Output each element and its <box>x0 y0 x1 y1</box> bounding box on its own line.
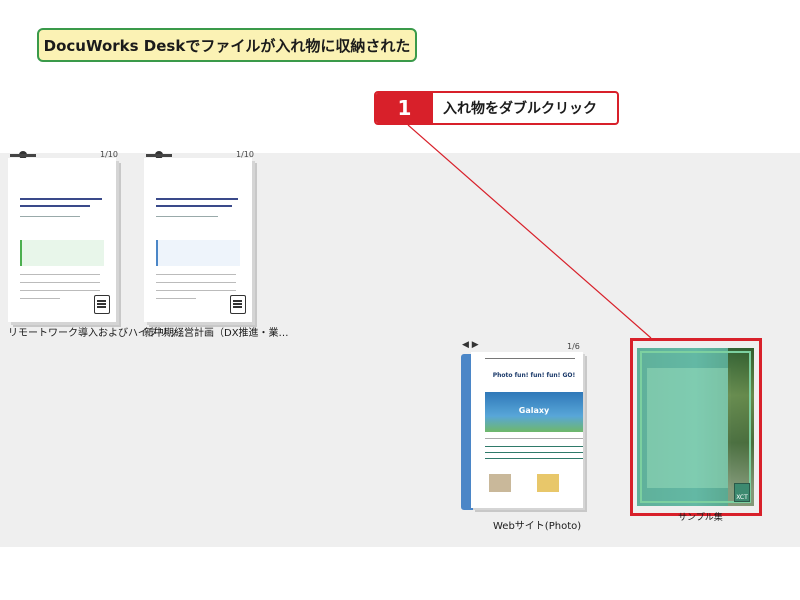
document-label: リモートワーク導入およびハイブリッ… <box>8 328 188 339</box>
step-label: 入れ物をダブルクリック <box>443 101 597 117</box>
step-callout: 1 入れ物をダブルクリック <box>374 91 619 125</box>
container-folder[interactable]: XCT <box>637 348 754 506</box>
selection-highlight <box>630 338 762 516</box>
site-title: Photo fun! fun! fun! GO! <box>492 372 576 379</box>
title-text: DocuWorks Deskでファイルが入れ物に収納された <box>43 36 411 55</box>
binder-label: Webサイト(Photo) <box>493 521 582 532</box>
banner-text: Galaxy <box>518 406 550 415</box>
page-indicator: 1/10 <box>236 150 254 159</box>
document-item[interactable] <box>144 158 252 322</box>
page-nav-arrows[interactable]: ◀ ▶ <box>462 340 479 350</box>
clip-icon <box>10 151 36 159</box>
page-indicator: 1/6 <box>567 342 580 351</box>
document-label: 新中期経営計画（DX推進・業… <box>144 328 289 339</box>
site-banner: Galaxy <box>485 392 583 432</box>
step-number: 1 <box>376 93 433 123</box>
xdw-file-icon: XCT <box>734 483 750 502</box>
title-box: DocuWorks Deskでファイルが入れ物に収納された <box>37 28 417 62</box>
document-type-icon <box>230 295 246 314</box>
binder-cover: Photo fun! fun! fun! GO! Galaxy <box>471 352 583 508</box>
document-item[interactable] <box>8 158 116 322</box>
folder-label: サンプル集 <box>678 513 723 523</box>
binder-item[interactable]: Photo fun! fun! fun! GO! Galaxy <box>461 352 585 512</box>
document-type-icon <box>94 295 110 314</box>
page-indicator: 1/10 <box>100 150 118 159</box>
clip-icon <box>146 151 172 159</box>
